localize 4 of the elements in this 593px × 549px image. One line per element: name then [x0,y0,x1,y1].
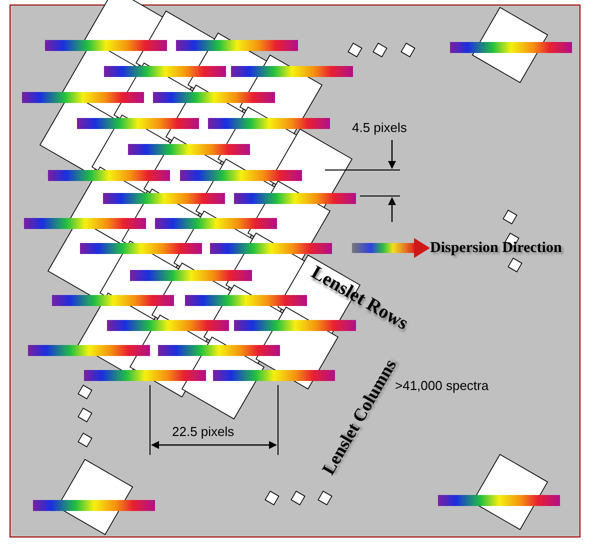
dimension-label: 4.5 pixels [352,120,407,135]
count-label: >41,000 spectra [395,378,489,393]
dimension-label: 22.5 pixels [172,424,234,439]
direction-label: Dispersion Direction [430,240,562,257]
